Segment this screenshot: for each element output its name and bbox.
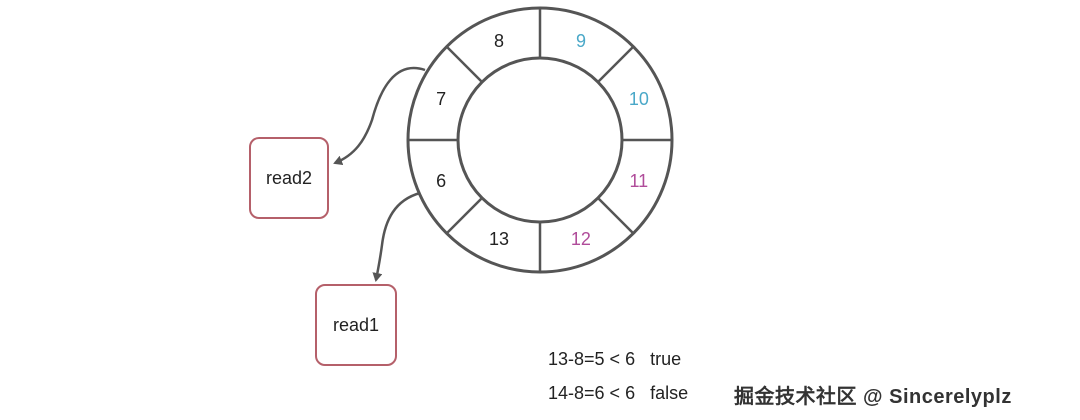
equation-line-2: 14-8=6 < 6 false — [548, 383, 689, 403]
reader-read1-label: read1 — [332, 314, 380, 335]
ring-slot-label: 6 — [436, 171, 446, 191]
arrow-to-read2 — [333, 66, 426, 166]
ring-divider — [445, 197, 483, 235]
reader-read1-box: read1 — [315, 284, 397, 366]
ring-inner — [456, 56, 624, 224]
ring-slot-label: 9 — [576, 31, 586, 51]
ring-divider — [445, 45, 483, 83]
ring-divider — [597, 197, 635, 235]
ring-slot-label: 10 — [629, 89, 649, 109]
watermark: 掘金技术社区 @ Sincerelyplz — [734, 386, 1012, 408]
ring-slot-label: 13 — [489, 229, 509, 249]
reader-read2-label: read2 — [265, 167, 313, 188]
equation-line-1: 13-8=5 < 6 true — [548, 349, 682, 369]
ring-slot-label: 8 — [494, 31, 504, 51]
ring-slot-label: 11 — [630, 171, 649, 191]
reader-read2-box: read2 — [249, 137, 329, 219]
ring-divider — [597, 45, 635, 83]
ring-slot-label: 7 — [436, 89, 446, 109]
ring-slot-label: 12 — [571, 229, 591, 249]
arrow-to-read1 — [372, 191, 421, 282]
